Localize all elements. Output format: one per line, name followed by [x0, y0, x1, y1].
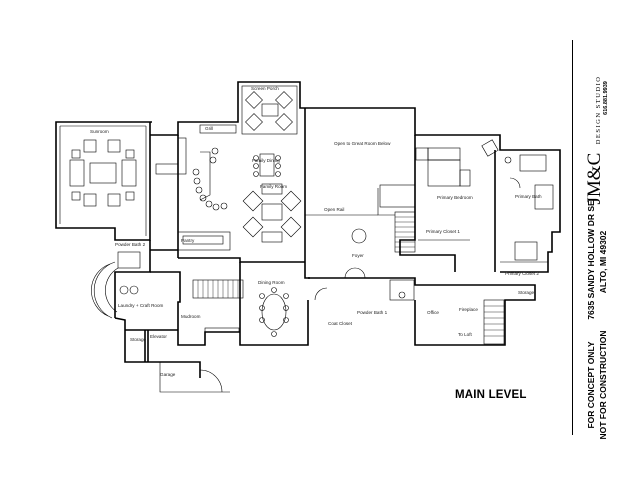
logo-initials: JM&C: [584, 152, 605, 205]
room-label-storage-left: Storage: [130, 337, 147, 342]
disclaimer-line-1: FOR CONCEPT ONLY: [586, 341, 596, 429]
room-label-sunroom: Sunroom: [90, 129, 109, 134]
room-labels: Sunroom Screen Porch Grill Family Dining…: [90, 86, 542, 377]
room-label-dining-room: Dining Room: [258, 280, 285, 285]
logo-words: DESIGN STUDIO: [595, 75, 602, 145]
room-label-pantry: Pantry: [181, 238, 195, 243]
room-label-grill: Grill: [205, 126, 213, 131]
address-line-2: ALTO, MI 49302: [598, 230, 608, 294]
title-block: 616.881.9939 JM&C DESIGN STUDIO 7635 SAN…: [572, 40, 613, 440]
room-label-primary-closet-1: Primary Closet 1: [426, 229, 460, 234]
room-label-family-room: Family Room: [260, 184, 287, 189]
address-line-1: 7635 SANDY HOLLOW DR SE: [586, 200, 596, 320]
room-label-laundry-craft: Laundry + Craft Room: [118, 303, 163, 308]
room-label-open-to-great-room: Open to Great Room Below: [334, 141, 391, 146]
room-label-primary-bath: Primary Bath: [515, 194, 542, 199]
room-label-coat-closet: Coat Closet: [328, 321, 353, 326]
level-title: MAIN LEVEL: [455, 389, 527, 401]
room-label-fireplace: Fireplace: [459, 307, 478, 312]
disclaimer-line-2: NOT FOR CONSTRUCTION: [598, 330, 608, 440]
room-label-elevator: Elevator: [150, 334, 167, 339]
room-label-garage: Garage: [160, 372, 176, 377]
room-label-family-dining: Family Dining: [252, 158, 280, 163]
room-label-mudroom: Mudroom: [181, 314, 201, 319]
walls: [55, 81, 561, 378]
room-label-open-rail: Open Rail: [324, 207, 344, 212]
thin-lines: [59, 85, 554, 393]
room-label-primary-bedroom: Primary Bedroom: [437, 195, 473, 200]
room-label-screen-porch: Screen Porch: [251, 86, 279, 91]
room-label-primary-closet-2: Primary Closet 2: [505, 271, 539, 276]
room-label-storage-right: Storage: [518, 290, 535, 295]
room-label-to-loft: To Loft: [458, 332, 473, 337]
room-label-powder-bath-2: Powder Bath 2: [115, 242, 146, 247]
room-label-foyer: Foyer: [352, 253, 364, 258]
room-label-office: Office: [427, 310, 439, 315]
room-label-powder-bath-1: Powder Bath 1: [357, 310, 388, 315]
logo: JM&C DESIGN STUDIO: [584, 76, 606, 205]
